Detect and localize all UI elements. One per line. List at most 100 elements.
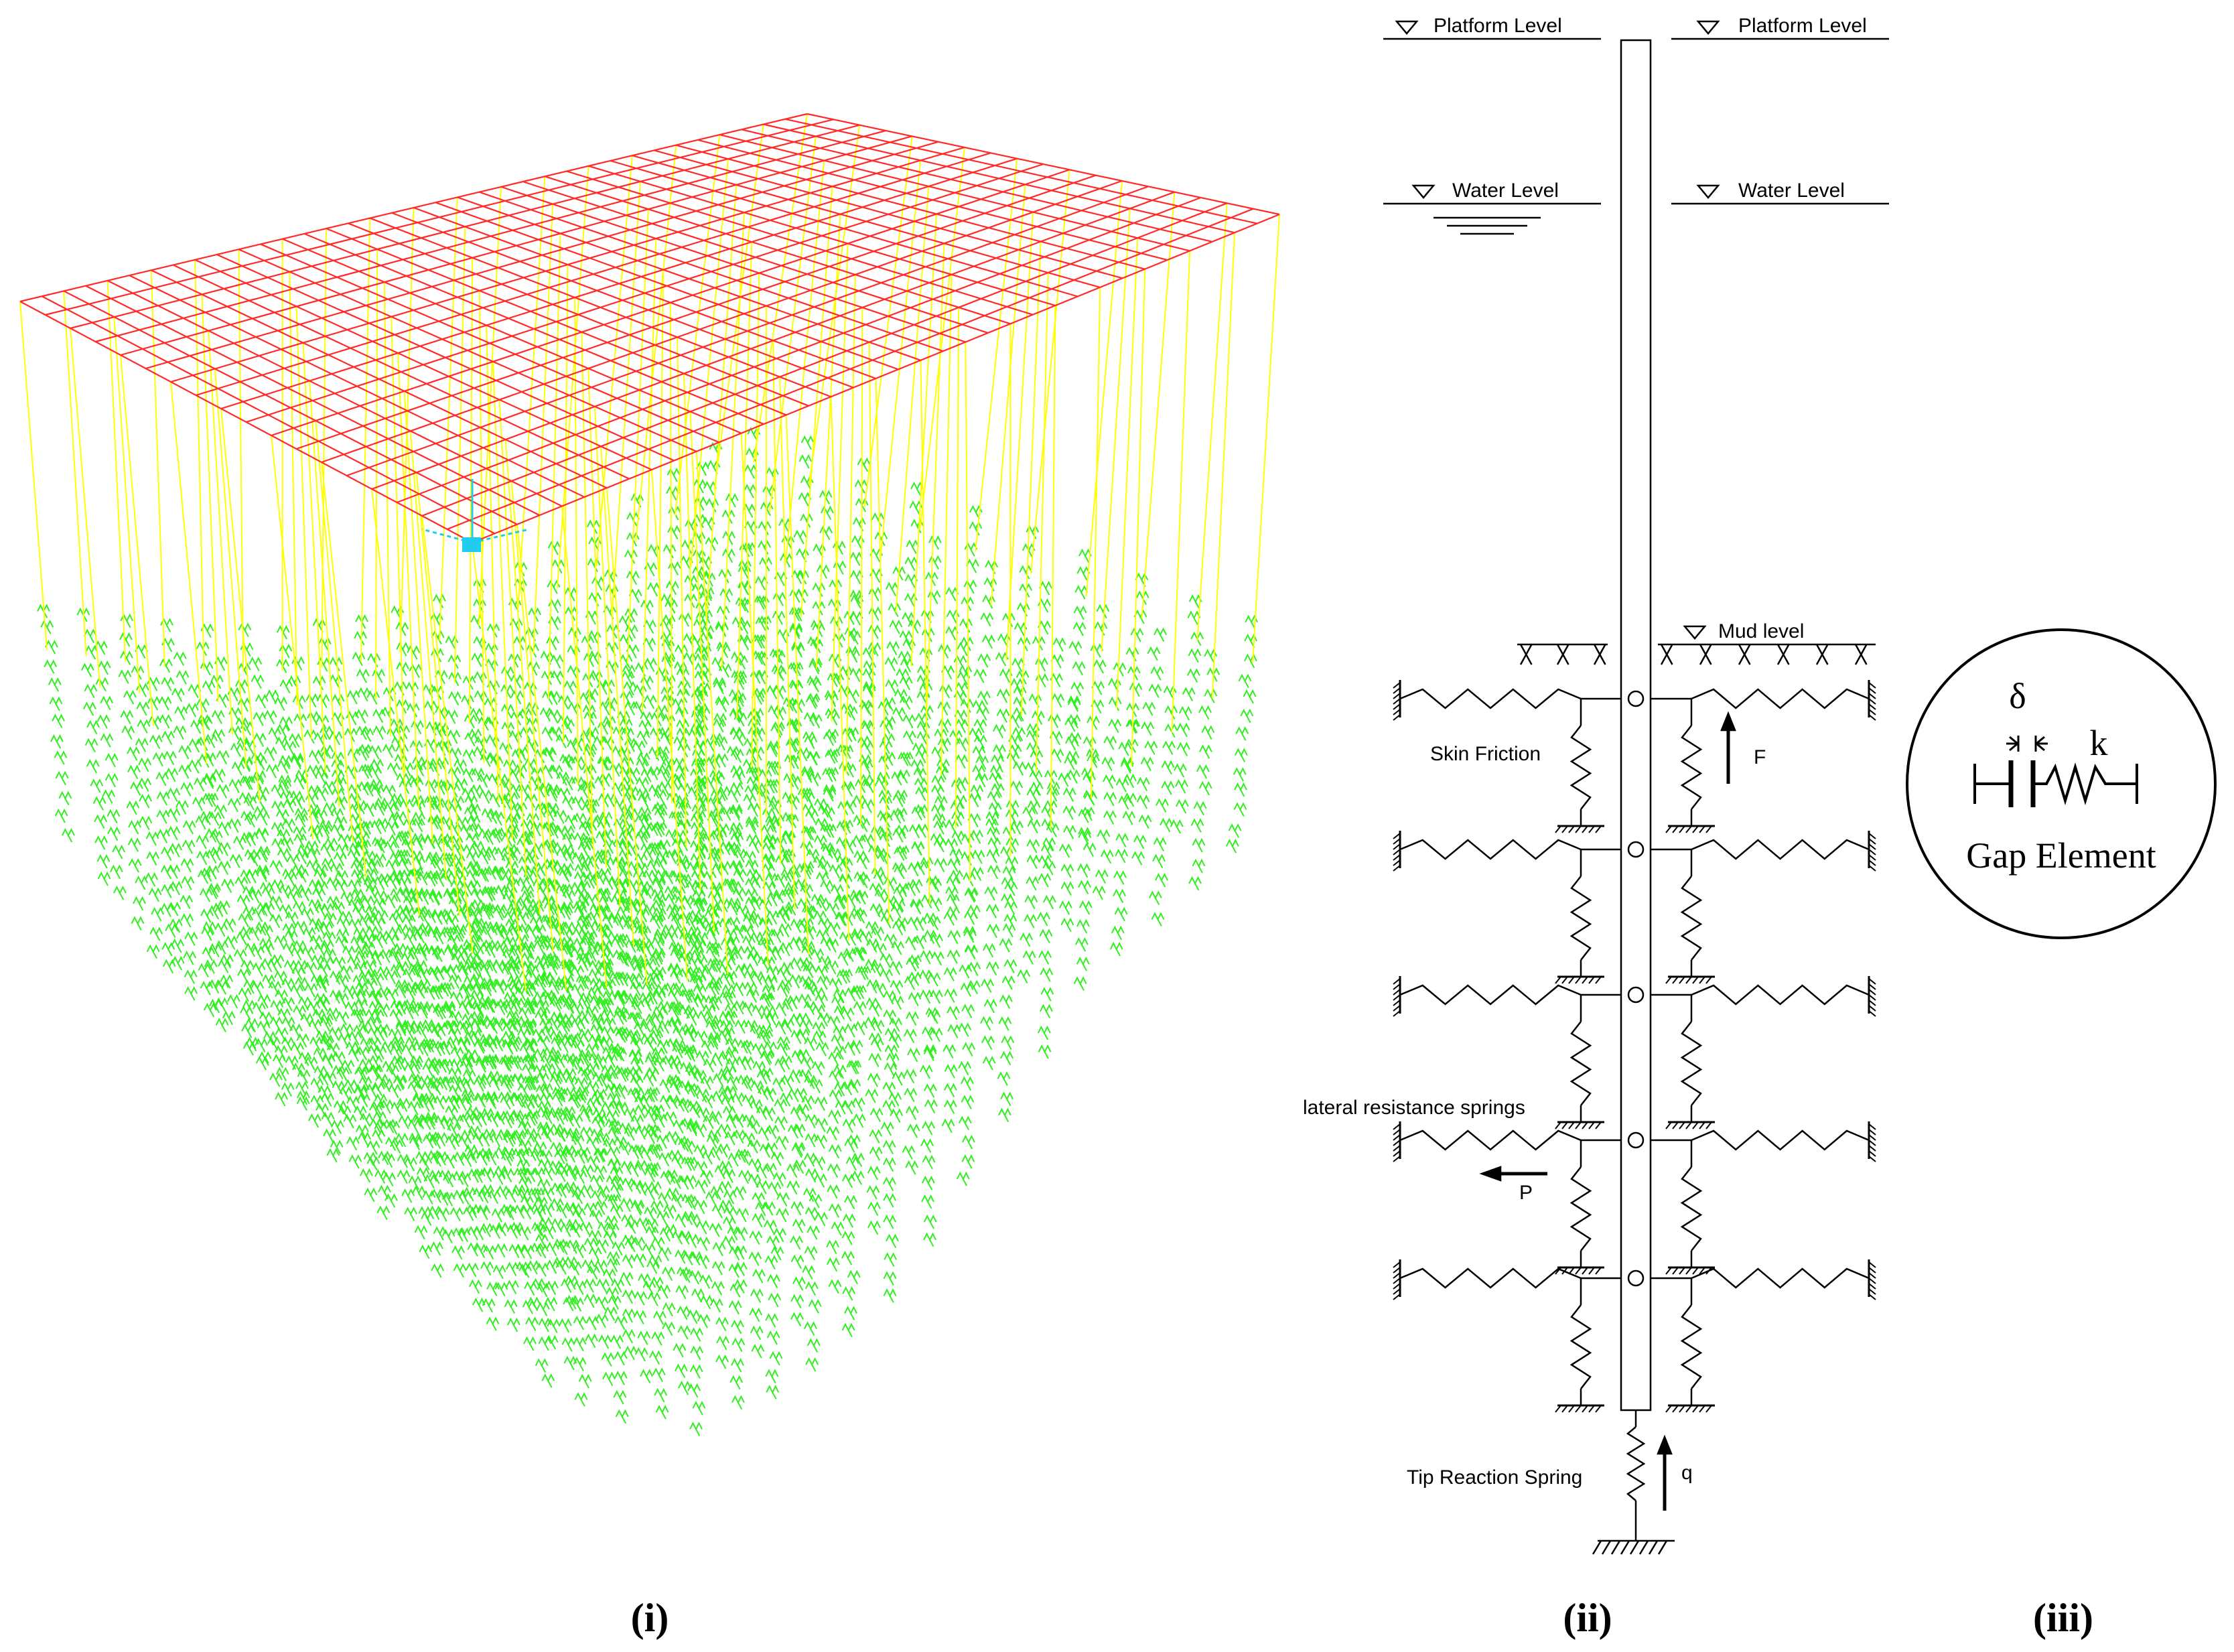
soil-spring (608, 1275, 614, 1283)
soil-spring (665, 1026, 670, 1034)
soil-spring (699, 1151, 705, 1159)
soil-spring (468, 795, 473, 803)
soil-spring (763, 1219, 777, 1229)
soil-spring (388, 1067, 393, 1075)
soil-spring (401, 1064, 406, 1071)
soil-spring (405, 786, 410, 795)
soil-spring (483, 780, 488, 788)
soil-spring (595, 1313, 609, 1323)
soil-spring (551, 1288, 557, 1296)
soil-spring (577, 1304, 582, 1312)
soil-spring (723, 868, 729, 876)
soil-spring (781, 1142, 787, 1150)
soil-spring (312, 866, 318, 874)
soil-spring (645, 1101, 650, 1109)
soil-spring (123, 689, 137, 699)
soil-spring (288, 825, 293, 833)
soil-spring (736, 1207, 750, 1217)
soil-spring (338, 1072, 344, 1079)
soil-spring (723, 1216, 736, 1225)
soil-spring (262, 872, 267, 880)
soil-spring (718, 1097, 724, 1105)
soil-spring (393, 943, 407, 952)
soil-spring (681, 1292, 687, 1300)
soil-spring (561, 1337, 575, 1347)
soil-spring (167, 890, 172, 898)
soil-spring (322, 985, 328, 993)
soil-spring (222, 1010, 236, 1020)
soil-spring (310, 1063, 316, 1071)
soil-spring (236, 750, 241, 757)
soil-spring (328, 1026, 342, 1036)
soil-spring (484, 723, 489, 731)
soil-spring (537, 911, 542, 919)
soil-spring (217, 716, 222, 724)
soil-spring (280, 703, 285, 711)
soil-spring (380, 1128, 385, 1136)
soil-spring (297, 1090, 310, 1100)
soil-spring (104, 772, 119, 782)
soil-spring (565, 1024, 571, 1032)
soil-spring (650, 1213, 655, 1221)
soil-spring (740, 1269, 746, 1276)
soil-spring (710, 1185, 724, 1195)
soil-spring (125, 657, 131, 665)
soil-spring (382, 743, 396, 753)
soil-spring (469, 851, 474, 859)
soil-spring (372, 697, 378, 705)
soil-spring (587, 1266, 593, 1274)
soil-spring (421, 1211, 435, 1221)
soil-spring (782, 1009, 787, 1017)
soil-spring (439, 880, 445, 887)
soil-spring (411, 1075, 425, 1085)
soil-spring (453, 736, 458, 744)
soil-spring (415, 1140, 420, 1148)
soil-spring (51, 646, 56, 655)
soil-spring (811, 1213, 816, 1221)
soil-spring (654, 1357, 660, 1365)
soil-spring (255, 663, 260, 671)
soil-spring (583, 1293, 598, 1303)
soil-spring (504, 967, 510, 975)
soil-spring (570, 1263, 575, 1271)
soil-spring (419, 1121, 425, 1129)
soil-spring (403, 1104, 408, 1112)
soil-spring (695, 1258, 701, 1266)
soil-spring (287, 1004, 293, 1012)
soil-spring (780, 1105, 785, 1113)
soil-spring (606, 1109, 620, 1119)
soil-spring (440, 1047, 445, 1055)
soil-spring (484, 875, 490, 882)
soil-spring (565, 1219, 579, 1228)
soil-spring (542, 1006, 547, 1014)
soil-spring (480, 1044, 486, 1052)
soil-spring (622, 1034, 628, 1042)
soil-spring (769, 1351, 783, 1361)
soil-spring (376, 1205, 391, 1215)
soil-spring (606, 863, 612, 871)
soil-spring (447, 878, 453, 886)
soil-spring (321, 776, 326, 784)
soil-spring (548, 1070, 553, 1078)
soil-spring (666, 1177, 671, 1185)
soil-spring (580, 1399, 585, 1407)
soil-spring (530, 1135, 535, 1143)
soil-spring (622, 1253, 636, 1263)
soil-spring (540, 1092, 554, 1101)
soil-spring (531, 1007, 536, 1015)
soil-spring (174, 705, 188, 715)
soil-spring (678, 1381, 691, 1390)
soil-spring (511, 1195, 516, 1203)
soil-spring (477, 1025, 482, 1033)
soil-spring (832, 1133, 837, 1141)
soil-spring (371, 1016, 376, 1024)
soil-spring (297, 1069, 303, 1077)
soil-spring (447, 1198, 453, 1207)
soil-spring (577, 990, 582, 998)
soil-spring (320, 876, 325, 884)
soil-spring (767, 1274, 780, 1283)
soil-spring (443, 1198, 449, 1206)
soil-spring (579, 1176, 585, 1184)
soil-spring (396, 971, 401, 979)
soil-spring (263, 909, 268, 916)
